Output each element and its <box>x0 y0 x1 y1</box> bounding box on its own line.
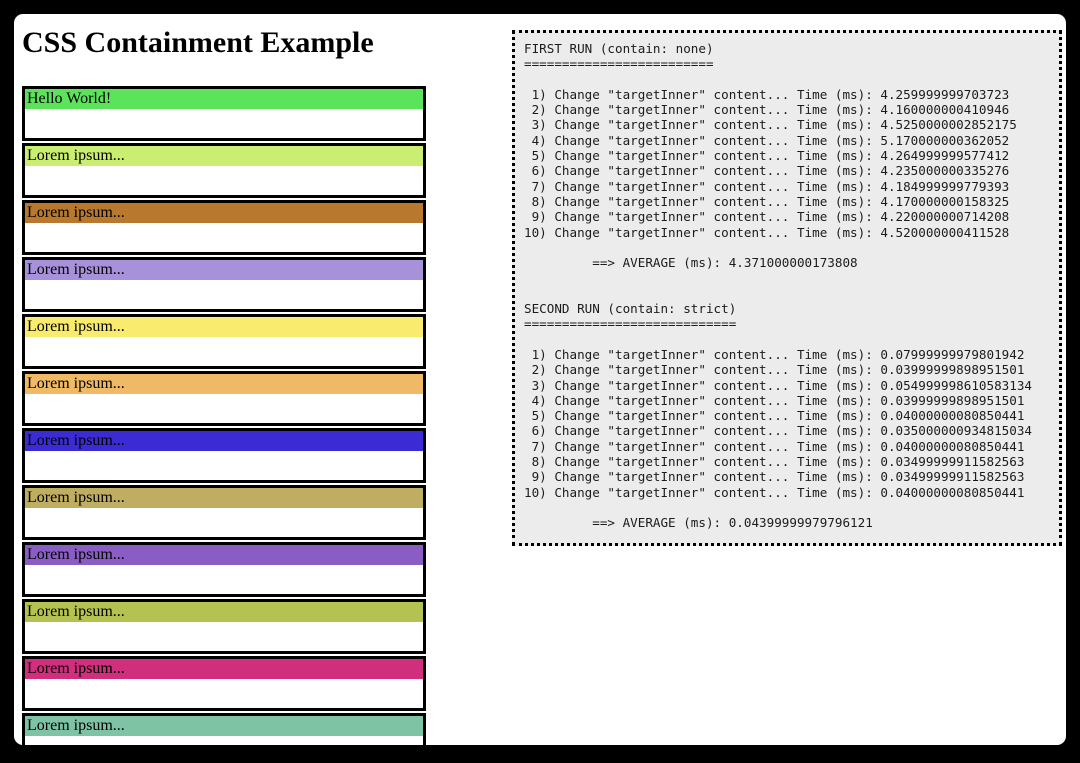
containment-box: Lorem ipsum... <box>22 713 426 745</box>
first-run-output: FIRST RUN (contain: none) ==============… <box>524 41 1017 271</box>
box-body <box>25 679 423 708</box>
containment-box: Lorem ipsum... <box>22 371 426 426</box>
box-body <box>25 565 423 594</box>
box-header-label: Lorem ipsum... <box>25 317 423 337</box>
containment-box: Lorem ipsum... <box>22 542 426 597</box>
box-column: Hello World! Lorem ipsum... Lorem ipsum.… <box>22 86 426 745</box>
box-header-label: Lorem ipsum... <box>25 260 423 280</box>
box-header-label: Lorem ipsum... <box>25 716 423 736</box>
box-body <box>25 508 423 537</box>
box-body <box>25 394 423 423</box>
box-header-label: Lorem ipsum... <box>25 545 423 565</box>
containment-box: Lorem ipsum... <box>22 485 426 540</box>
box-body <box>25 223 423 252</box>
box-header-label: Lorem ipsum... <box>25 203 423 223</box>
containment-box: Lorem ipsum... <box>22 200 426 255</box>
box-body <box>25 337 423 366</box>
containment-box: Lorem ipsum... <box>22 656 426 711</box>
second-run-output: SECOND RUN (contain: strict) ===========… <box>524 301 1032 531</box>
box-body <box>25 736 423 745</box>
box-body <box>25 109 423 138</box>
box-header-label: Lorem ipsum... <box>25 146 423 166</box>
box-header-label: Lorem ipsum... <box>25 488 423 508</box>
containment-box: Lorem ipsum... <box>22 599 426 654</box>
box-header-label: Lorem ipsum... <box>25 602 423 622</box>
box-body <box>25 166 423 195</box>
containment-box: Lorem ipsum... <box>22 314 426 369</box>
page-background: CSS Containment Example Hello World! Lor… <box>14 14 1066 745</box>
box-header-label: Hello World! <box>25 89 423 109</box>
page-title: CSS Containment Example <box>22 26 374 59</box>
containment-box: Hello World! <box>22 86 426 141</box>
box-header-label: Lorem ipsum... <box>25 659 423 679</box>
box-body <box>25 280 423 309</box>
benchmark-results-panel: FIRST RUN (contain: none) ==============… <box>512 30 1062 546</box>
containment-box: Lorem ipsum... <box>22 143 426 198</box>
box-body <box>25 451 423 480</box>
containment-box: Lorem ipsum... <box>22 257 426 312</box>
box-header-label: Lorem ipsum... <box>25 431 423 451</box>
containment-box: Lorem ipsum... <box>22 428 426 483</box>
box-body <box>25 622 423 651</box>
box-header-label: Lorem ipsum... <box>25 374 423 394</box>
